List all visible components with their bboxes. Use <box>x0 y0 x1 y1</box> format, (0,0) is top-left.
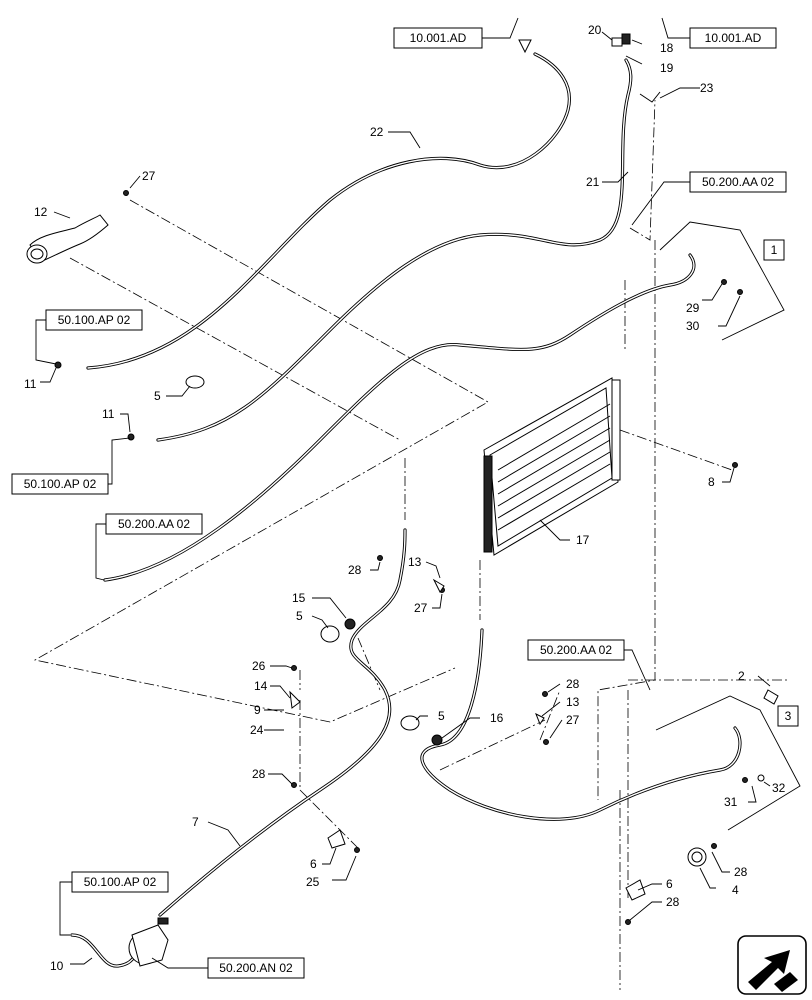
reference-box-r3: 50.200.AA 02 <box>689 171 787 193</box>
callout-26: 26 <box>252 659 266 673</box>
callout-22: 22 <box>370 125 384 139</box>
hose-10 <box>70 933 138 968</box>
callout-28-bottom: 28 <box>666 895 680 909</box>
hose-lower-condenser <box>420 628 742 821</box>
callout-28-right: 28 <box>566 677 580 691</box>
reference-box-r2: 10.001.AD <box>689 27 777 49</box>
callout-16: 16 <box>490 711 504 725</box>
reference-r2: 10.001.AD <box>705 31 762 45</box>
callout-5-lower: 5 <box>438 709 445 723</box>
callout-28-mid: 28 <box>348 563 362 577</box>
reference-r6: 50.200.AA 02 <box>118 517 190 531</box>
callout-25: 25 <box>306 875 320 889</box>
callout-24: 24 <box>250 723 264 737</box>
reference-box-r4: 50.100.AP 02 <box>45 309 143 331</box>
callout-18: 18 <box>660 41 674 55</box>
callout-29: 29 <box>686 301 700 315</box>
callout-11-upper: 11 <box>24 377 37 391</box>
reference-r1: 10.001.AD <box>410 31 467 45</box>
view-direction-arrow-icon <box>737 935 807 995</box>
callout-2: 2 <box>738 669 745 683</box>
callout-4: 4 <box>732 883 739 897</box>
callout-17: 17 <box>576 533 590 547</box>
callout-10: 10 <box>50 959 64 973</box>
callout-6-left: 6 <box>310 857 317 871</box>
callout-13-right: 13 <box>566 695 580 709</box>
reference-r8: 50.100.AP 02 <box>84 875 157 889</box>
callout-28-left: 28 <box>252 767 266 781</box>
callout-5-upper: 5 <box>154 389 161 403</box>
hose-22 <box>86 52 571 370</box>
fittings <box>54 33 779 925</box>
hose-21 <box>156 58 633 442</box>
group-box-3: 3 <box>655 695 801 831</box>
callout-15: 15 <box>292 591 306 605</box>
callout-14: 14 <box>254 679 268 693</box>
phantom-lines <box>33 99 790 990</box>
reference-r5: 50.100.AP 02 <box>24 477 97 491</box>
hose-upper-condenser <box>103 253 696 582</box>
reference-r9: 50.200.AN 02 <box>219 961 293 975</box>
callout-20: 20 <box>588 23 602 37</box>
group-box-1: 1 <box>659 221 785 341</box>
callout-8: 8 <box>708 475 715 489</box>
callout-21: 21 <box>586 175 600 189</box>
callout-28-far-right: 28 <box>734 865 748 879</box>
reference-r3: 50.200.AA 02 <box>702 175 774 189</box>
reference-box-r8: 50.100.AP 02 <box>71 871 169 893</box>
callout-19: 19 <box>660 61 674 75</box>
tube-12 <box>26 214 109 264</box>
reference-r7: 50.200.AA 02 <box>540 643 612 657</box>
reference-box-r9: 50.200.AN 02 <box>207 957 305 979</box>
compressor <box>128 917 169 967</box>
group-3: 3 <box>785 709 792 723</box>
callout-7: 7 <box>192 815 199 829</box>
reference-box-r5: 50.100.AP 02 <box>11 473 109 495</box>
callout-32: 32 <box>772 781 786 795</box>
reference-box-r1: 10.001.AD <box>393 27 483 49</box>
callout-27-top: 27 <box>142 169 156 183</box>
callout-numbers: 20 18 19 23 22 21 27 12 11 5 11 29 30 8 … <box>24 23 786 973</box>
reference-box-r7: 50.200.AA 02 <box>527 639 625 661</box>
reference-box-r6: 50.200.AA 02 <box>105 513 203 535</box>
group-1: 1 <box>771 243 778 257</box>
callout-5-mid: 5 <box>296 609 303 623</box>
callout-13-mid: 13 <box>408 555 422 569</box>
callout-31: 31 <box>724 795 738 809</box>
condenser-17 <box>483 377 621 556</box>
callout-27-right: 27 <box>566 713 580 727</box>
callout-6-right: 6 <box>666 877 673 891</box>
callout-leaders <box>40 31 771 965</box>
callout-12: 12 <box>34 205 48 219</box>
hose-7 <box>158 528 407 917</box>
callout-9: 9 <box>254 703 261 717</box>
callout-30: 30 <box>686 319 700 333</box>
callout-27-mid: 27 <box>414 601 428 615</box>
reference-r4: 50.100.AP 02 <box>58 313 131 327</box>
callout-11-lower: 11 <box>102 407 115 421</box>
callout-23: 23 <box>700 81 714 95</box>
